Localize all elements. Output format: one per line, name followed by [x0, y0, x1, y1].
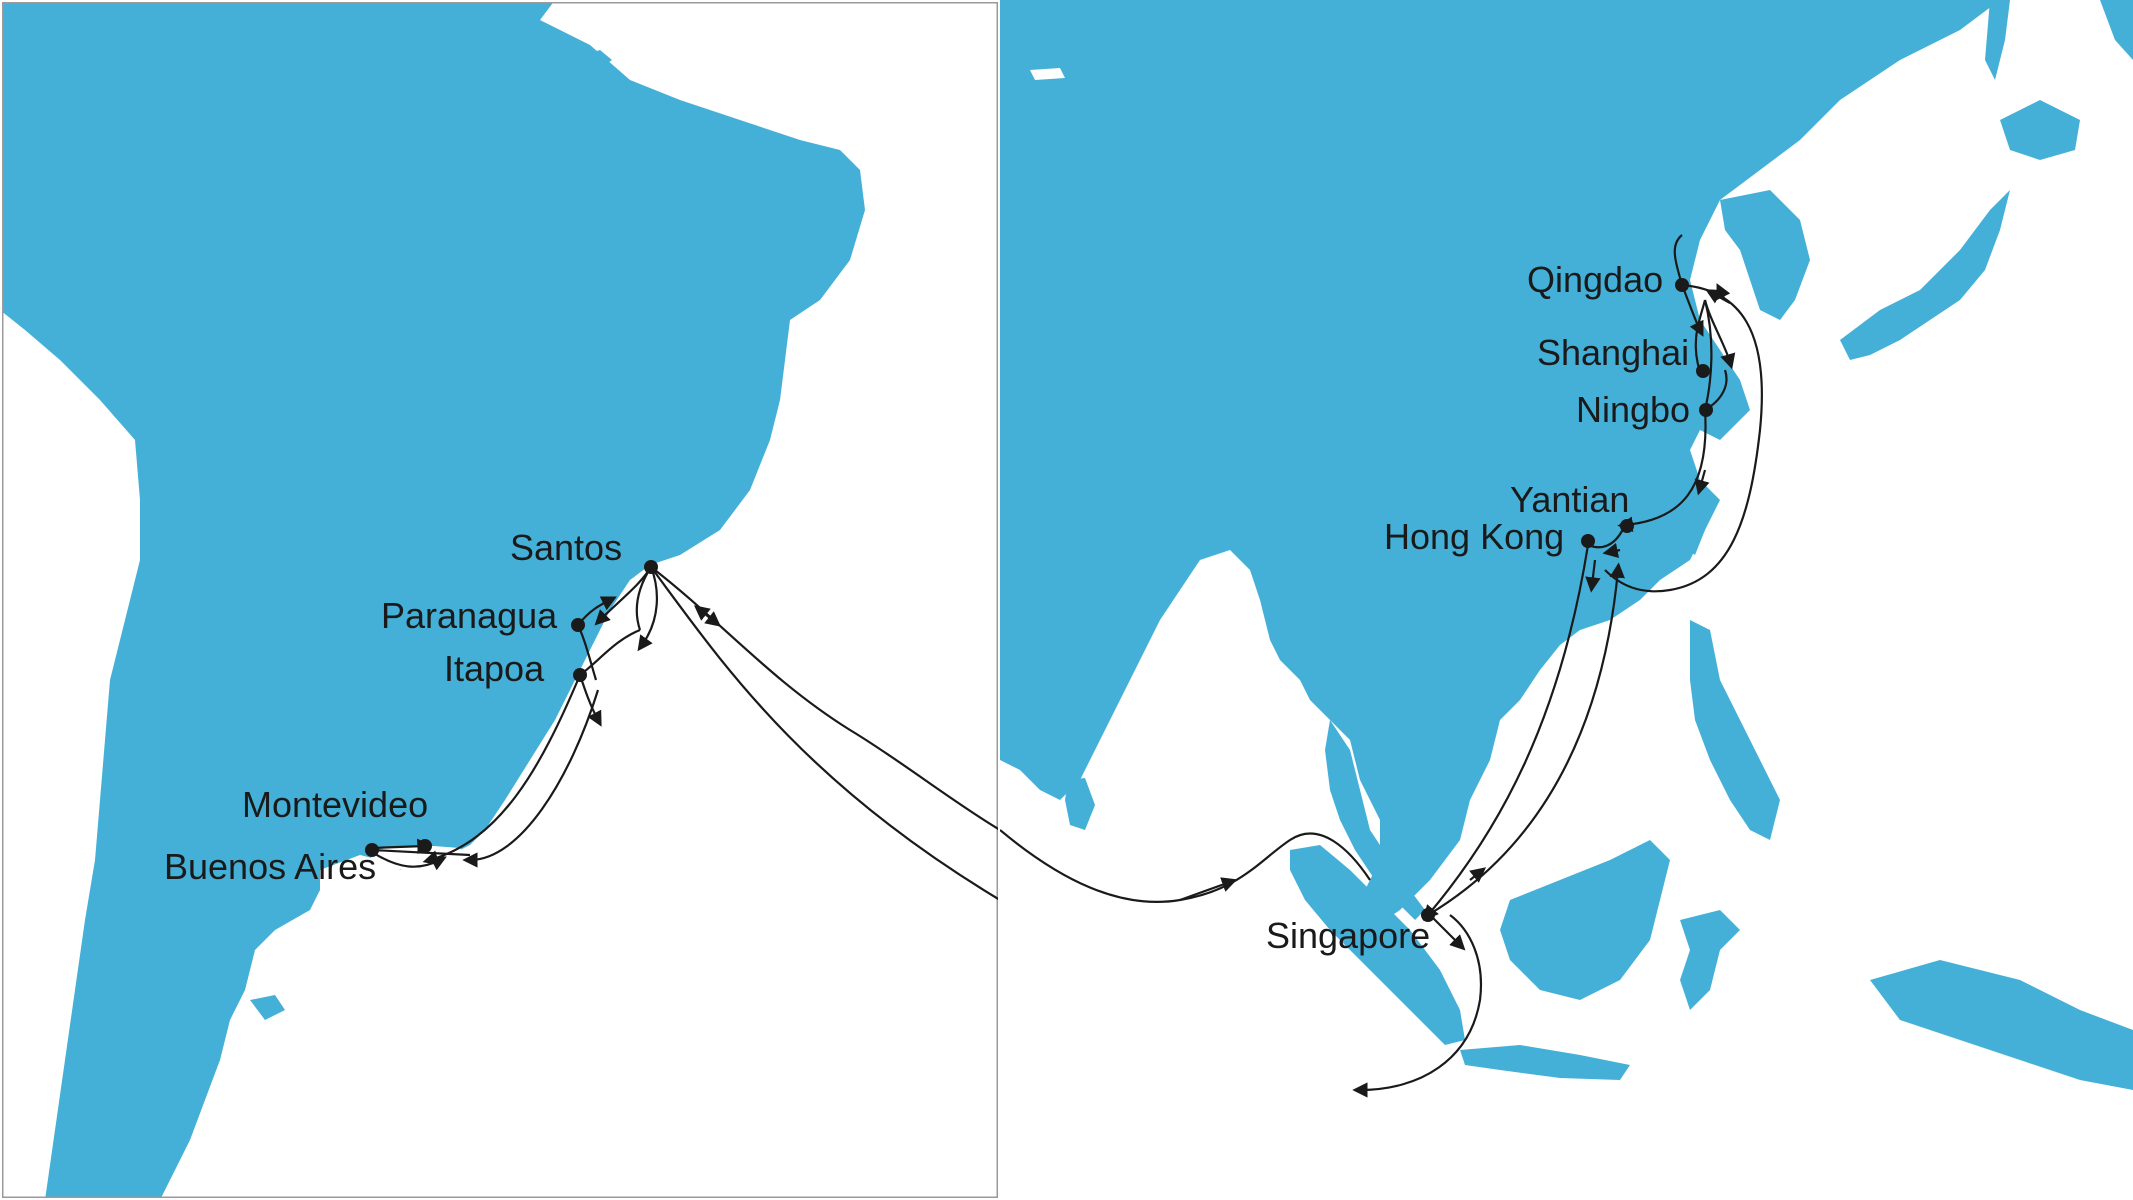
sulawesi — [1680, 910, 1740, 1010]
borneo — [1500, 840, 1670, 1000]
port-label-singapore: Singapore — [1266, 915, 1430, 956]
asia-mainland — [1000, 0, 2000, 930]
sri-lanka — [1065, 778, 1095, 830]
port-label-buenos-aires: Buenos Aires — [164, 846, 376, 887]
south-america-panel: Santos Paranagua Itapoa Montevideo Bueno… — [2, 2, 998, 1198]
atlantic-south — [230, 860, 998, 1198]
port-yantian-dot[interactable] — [1620, 519, 1634, 533]
sumatra — [1290, 845, 1465, 1045]
port-buenos-aires-dot[interactable] — [365, 843, 379, 857]
philippines — [1690, 620, 1780, 840]
asia-panel: Qingdao Shanghai Ningbo Yantian Hong Kon… — [1000, 0, 2133, 1098]
port-label-yantian: Yantian — [1510, 479, 1629, 520]
kuril-edge — [2100, 0, 2133, 60]
north-coast-island — [575, 50, 612, 70]
falkland-islands — [250, 995, 285, 1020]
port-montevideo-dot[interactable] — [418, 839, 432, 853]
lake-baikal — [1030, 68, 1065, 80]
port-singapore-dot[interactable] — [1421, 908, 1435, 922]
hokkaido — [2000, 100, 2080, 160]
port-paranagua-dot[interactable] — [571, 618, 585, 632]
japan — [1840, 190, 2010, 360]
port-label-santos: Santos — [510, 527, 622, 568]
port-label-qingdao: Qingdao — [1527, 259, 1663, 300]
malay-peninsula — [1325, 720, 1425, 920]
sakhalin — [1985, 0, 2010, 80]
port-label-montevideo: Montevideo — [242, 784, 428, 825]
port-santos-dot[interactable] — [644, 560, 658, 574]
port-shanghai-dot[interactable] — [1696, 364, 1710, 378]
port-itapoa-dot[interactable] — [573, 668, 587, 682]
port-label-hong-kong: Hong Kong — [1384, 516, 1564, 557]
port-label-paranagua: Paranagua — [381, 595, 558, 636]
port-label-ningbo: Ningbo — [1576, 389, 1690, 430]
port-hong-kong-dot[interactable] — [1581, 534, 1595, 548]
port-qingdao-dot[interactable] — [1675, 278, 1689, 292]
port-label-shanghai: Shanghai — [1537, 332, 1689, 373]
korea-peninsula — [1720, 190, 1810, 320]
pacific-ocean — [2, 311, 140, 1198]
port-label-itapoa: Itapoa — [444, 648, 545, 689]
taiwan — [1682, 495, 1705, 555]
port-ningbo-dot[interactable] — [1699, 403, 1713, 417]
south-america-landmass — [2, 2, 865, 1198]
bay-of-bengal — [1000, 555, 1360, 1000]
new-guinea — [1870, 960, 2133, 1090]
java — [1460, 1045, 1630, 1080]
hainan — [1505, 585, 1532, 615]
asia-routes — [1000, 234, 1763, 1098]
